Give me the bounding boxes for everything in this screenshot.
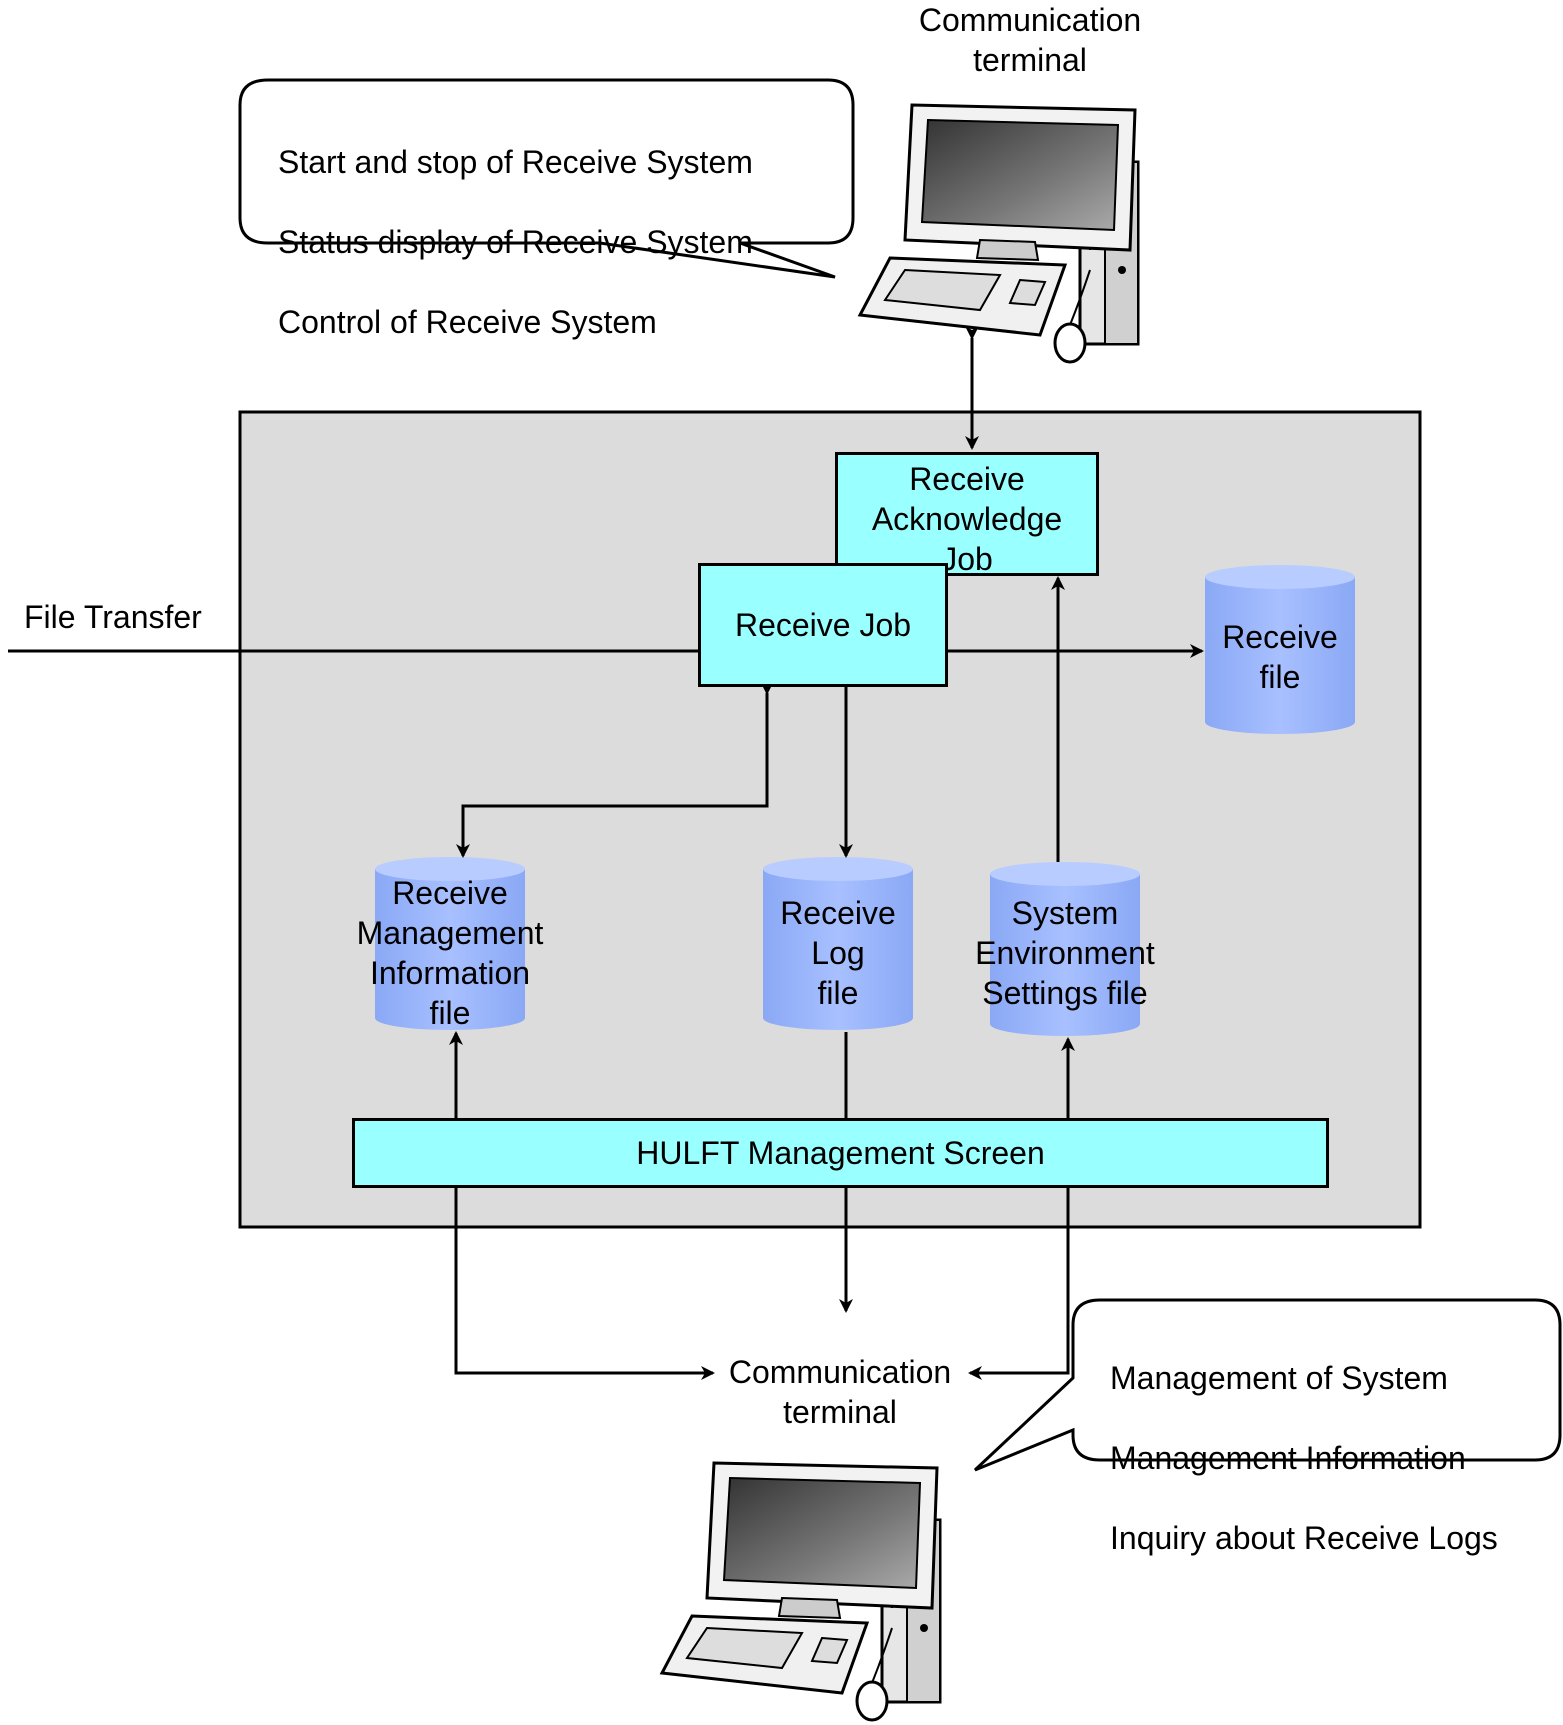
- system-environment-settings-file-label: System Environment Settings file: [975, 895, 1155, 1011]
- bottom-terminal-label: Communication terminal: [728, 1354, 952, 1430]
- receive-log-file-label: Receive Log file: [780, 895, 896, 1011]
- top-bubble-text: Start and stop of Receive System Status …: [278, 102, 838, 382]
- desktop-computer-icon: [857, 103, 1140, 364]
- file-transfer-label: File Transfer: [24, 599, 202, 635]
- system-environment-settings-file-cylinder: [990, 862, 1140, 1036]
- receive-management-information-file-cylinder: [375, 857, 525, 1030]
- bottom-bubble-text: Management of System Management Informat…: [1110, 1318, 1550, 1598]
- top-terminal-label: Communication terminal: [918, 2, 1142, 78]
- connectors: [8, 326, 1204, 1380]
- top-bubble-line-2: Status display of Receive System: [278, 224, 753, 260]
- hulft-management-screen-box: HULFT Management Screen: [352, 1118, 1329, 1188]
- system-area: [238, 410, 1422, 1229]
- bottom-speech-bubble: [973, 1298, 1562, 1472]
- top-bubble-line-3: Control of Receive System: [278, 304, 657, 340]
- receive-file-cylinder: [1205, 565, 1355, 734]
- bottom-bubble-line-1: Management of System: [1110, 1360, 1448, 1396]
- top-speech-bubble: [238, 78, 855, 279]
- receive-management-information-file-label: Receive Management Information file: [356, 875, 544, 1031]
- receive-acknowledge-job-box: Receive Acknowledge Job: [835, 452, 1099, 576]
- receive-log-file-cylinder: [763, 857, 913, 1030]
- top-bubble-line-1: Start and stop of Receive System: [278, 144, 753, 180]
- receive-file-label: Receive file: [1222, 619, 1338, 695]
- receive-job-box: Receive Job: [698, 563, 948, 687]
- bottom-bubble-line-3: Inquiry about Receive Logs: [1110, 1520, 1498, 1556]
- bottom-bubble-line-2: Management Information: [1110, 1440, 1466, 1476]
- desktop-computer-icon: [659, 1461, 942, 1722]
